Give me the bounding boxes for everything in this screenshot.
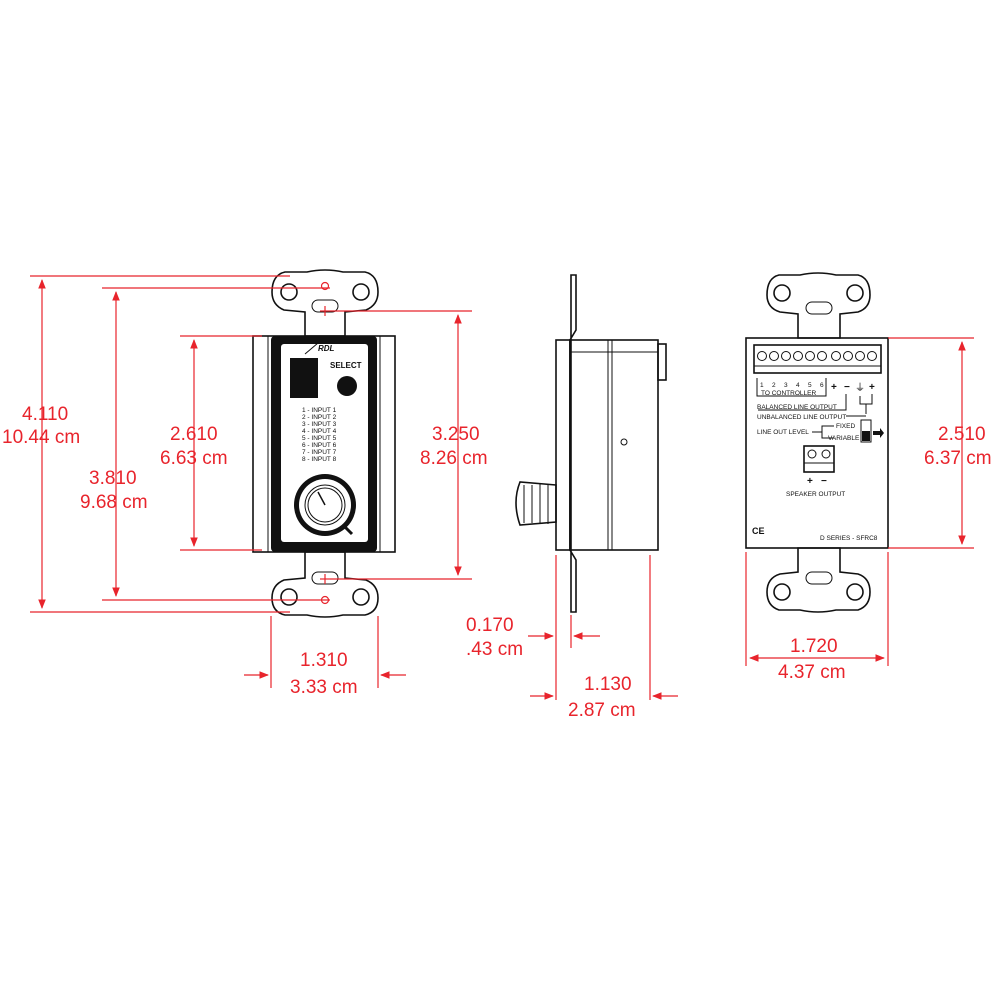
front-input-label: 3 - INPUT 3 <box>302 421 337 428</box>
front-input-label: 7 - INPUT 7 <box>302 449 337 456</box>
front-brand-text: RDL <box>318 344 335 353</box>
ground-icon: ⏚ <box>855 382 865 394</box>
rear-terminals <box>757 351 877 361</box>
rear-view: 1 2 3 4 5 6 TO CONTROLLER + − ⏚ + BALANC… <box>745 272 889 613</box>
dim-plate-height-cm: 8.26 cm <box>420 448 488 469</box>
rear-line-out-level-label: LINE OUT LEVEL <box>757 429 809 436</box>
rear-speaker-minus: − <box>821 476 827 487</box>
dim-depth-cm: 2.87 cm <box>568 700 636 721</box>
rear-terminal-number: 1 <box>760 382 764 389</box>
dim-depth-in: 1.130 <box>584 674 632 695</box>
rear-to-controller-label: TO CONTROLLER <box>761 390 816 397</box>
dimension-lines <box>30 275 974 700</box>
dim-front-width-in: 1.310 <box>300 650 348 671</box>
front-input-label: 2 - INPUT 2 <box>302 414 337 421</box>
rear-terminal-block <box>753 344 882 374</box>
side-view <box>515 274 667 613</box>
rear-panel <box>745 337 889 549</box>
front-mount-hole-br <box>352 588 370 606</box>
rear-fixed-label: FIXED <box>836 423 855 430</box>
rear-minus-1: − <box>844 382 850 393</box>
front-input-label: 8 - INPUT 8 <box>302 456 337 463</box>
select-button[interactable] <box>337 376 357 396</box>
dim-rear-height-in: 2.510 <box>938 424 986 445</box>
side-knob <box>515 481 557 526</box>
rear-balanced-label: BALANCED LINE OUTPUT <box>757 404 837 411</box>
front-input-label: 4 - INPUT 4 <box>302 428 337 435</box>
dim-body-height-in: 2.610 <box>170 424 218 445</box>
dim-plate-height-in: 3.250 <box>432 424 480 445</box>
rear-terminal-number: 6 <box>820 382 824 389</box>
arrow-right-icon <box>873 428 884 438</box>
volume-knob[interactable] <box>294 474 356 536</box>
dim-rear-height-cm: 6.37 cm <box>924 448 992 469</box>
line-level-switch[interactable] <box>860 419 872 443</box>
rear-strap-top <box>766 272 871 339</box>
dim-rear-width-cm: 4.37 cm <box>778 662 846 683</box>
rear-speaker-terminal <box>803 445 835 473</box>
dim-body-height-cm: 6.63 cm <box>160 448 228 469</box>
dimension-labels: 4.110 10.44 cm 3.810 9.68 cm 2.610 6.63 … <box>2 404 992 721</box>
rear-terminal-number: 5 <box>808 382 812 389</box>
ce-mark: CE <box>752 526 765 536</box>
rear-plus-2: + <box>869 382 875 393</box>
front-strap-top <box>271 269 379 337</box>
front-input-label: 1 - INPUT 1 <box>302 407 337 414</box>
front-input-label: 6 - INPUT 6 <box>302 442 337 449</box>
front-display-window <box>290 358 318 398</box>
rear-plus-1: + <box>831 382 837 393</box>
front-mount-hole-tr <box>352 283 370 301</box>
front-mount-hole-tl <box>280 283 298 301</box>
rear-variable-label: VARIABLE <box>828 435 860 442</box>
front-strap-bottom <box>271 551 379 618</box>
front-input-label: 5 - INPUT 5 <box>302 435 337 442</box>
side-tab <box>657 343 667 381</box>
dim-mount-height-cm: 9.68 cm <box>80 492 148 513</box>
rear-terminal-number: 3 <box>784 382 788 389</box>
rear-speaker-plus: + <box>807 476 813 487</box>
rear-terminal-number: 4 <box>796 382 800 389</box>
dim-flange-cm: .43 cm <box>466 639 523 660</box>
front-mount-hole-bl <box>280 588 298 606</box>
front-input-list: 1 - INPUT 1 2 - INPUT 2 3 - INPUT 3 4 - … <box>302 407 337 463</box>
rear-model-label: D SERIES - SFRC8 <box>820 535 878 542</box>
rear-unbalanced-label: UNBALANCED LINE OUTPUT <box>757 414 846 421</box>
dim-total-height-in: 4.110 <box>22 404 68 425</box>
side-faceplate <box>555 339 571 551</box>
dim-mount-height-in: 3.810 <box>89 468 137 489</box>
rear-speaker-output-label: SPEAKER OUTPUT <box>786 491 845 498</box>
dim-front-width-cm: 3.33 cm <box>290 677 358 698</box>
rear-strap-bottom <box>766 547 871 613</box>
side-flange <box>569 274 577 613</box>
rear-terminal-number: 2 <box>772 382 776 389</box>
side-housing <box>569 339 659 551</box>
dim-total-height-cm: 10.44 cm <box>2 427 80 448</box>
front-select-label: SELECT <box>330 361 362 370</box>
front-view: RDL SELECT 1 - INPUT 1 2 - INPUT 2 3 - I… <box>252 269 396 618</box>
dim-rear-width-in: 1.720 <box>790 636 838 657</box>
dim-flange-in: 0.170 <box>466 615 514 636</box>
